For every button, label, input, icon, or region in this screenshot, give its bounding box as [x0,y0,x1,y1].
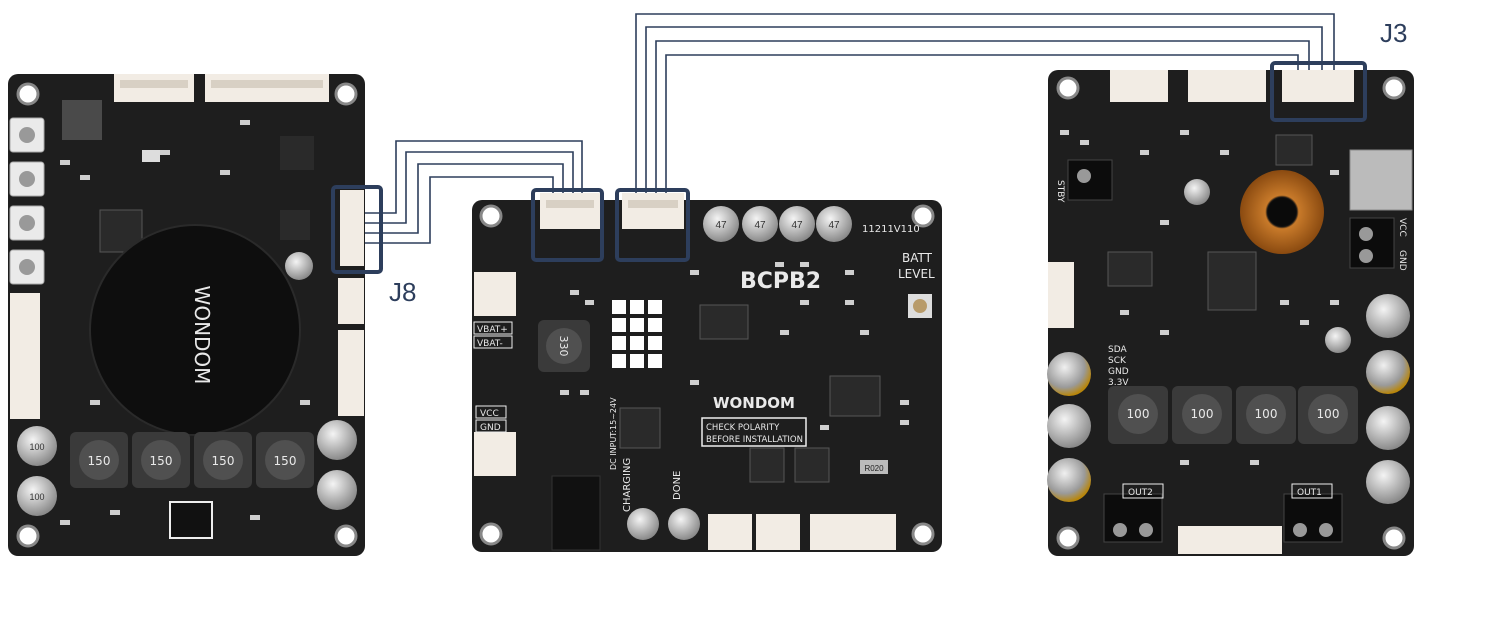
bcpb2-input-highlight [531,188,604,262]
cap-label: 47 [754,220,766,231]
right-inductors: 100 100 100 100 [1108,386,1358,444]
warning-line-1: CHECK POLARITY [706,423,780,433]
input-label: DC INPUT:15~24V [609,397,618,470]
vcc-label: VCC [480,409,499,419]
bcpb2-brand: WONDOM [713,394,795,412]
j3-connector [1282,70,1354,102]
cap-label: 47 [791,220,803,231]
pin-label: 3.3V [1108,378,1129,388]
left-amplifier-board: WONDOM 150 150 150 150 100 100 [8,74,365,556]
inductor-label: 150 [212,454,235,468]
warning-line-2: BEFORE INSTALLATION [706,435,803,445]
vbat-minus-label: VBAT- [477,339,503,349]
left-inductors: 150 150 150 150 [70,432,314,488]
inductor-label: 330 [557,336,570,357]
inductor-label: 100 [1191,407,1214,421]
resistor-label: R020 [864,464,884,473]
vbat-plus-label: VBAT+ [477,325,508,335]
bcpb2-board: 47 47 47 47 11211V110 BCPB2 BATT LEVEL V… [472,193,942,552]
done-label: DONE [672,471,683,500]
bcpb2-output-highlight [615,188,690,262]
inductor-label: 100 [1317,407,1340,421]
bcpb2-input-connector [540,193,600,229]
right-amplifier-board: 100 100 100 100 SDA SCK GND 3.3V OUT2 OU… [1047,70,1414,556]
left-board-brand: WONDOM [190,286,214,385]
pin-label: SCK [1108,356,1127,366]
inductor-label: 150 [150,454,173,468]
right-capacitors [1047,294,1410,504]
wires-j8-to-bcpb2 [362,140,583,244]
level-label: LEVEL [898,267,935,281]
gnd-label: GND [480,423,501,433]
cap-label: 47 [715,220,727,231]
cap-label: 100 [29,442,44,452]
vcc-label: VCC [1397,218,1407,237]
bcpb2-capacitors: 47 47 47 47 [627,206,852,540]
pin-label: SDA [1108,345,1127,355]
board-model: BCPB2 [740,269,821,294]
out1-label: OUT1 [1297,488,1322,498]
board-code: 11211V110 [862,224,920,235]
cap-label: 100 [29,492,44,502]
pin-label: GND [1108,367,1129,377]
gnd-label: GND [1397,250,1407,271]
cap-label: 47 [828,220,840,231]
stby-label: STBY [1055,180,1065,203]
inductor-label: 100 [1255,407,1278,421]
bcpb2-output-connector [622,193,684,229]
inductor-label: 100 [1127,407,1150,421]
out2-label: OUT2 [1128,488,1153,498]
batt-label: BATT [902,251,933,265]
top-connectors [114,74,329,102]
inductor-label: 150 [88,454,111,468]
j8-connector [340,190,364,266]
left-capacitors: 100 100 [17,420,357,516]
inductor-label: 150 [274,454,297,468]
j8-callout: J8 [389,277,417,307]
j3-highlight [1270,61,1367,122]
charging-label: CHARGING [622,458,633,512]
j8-highlight [331,185,383,274]
mounting-holes [16,82,358,548]
j3-callout: J3 [1380,18,1408,48]
